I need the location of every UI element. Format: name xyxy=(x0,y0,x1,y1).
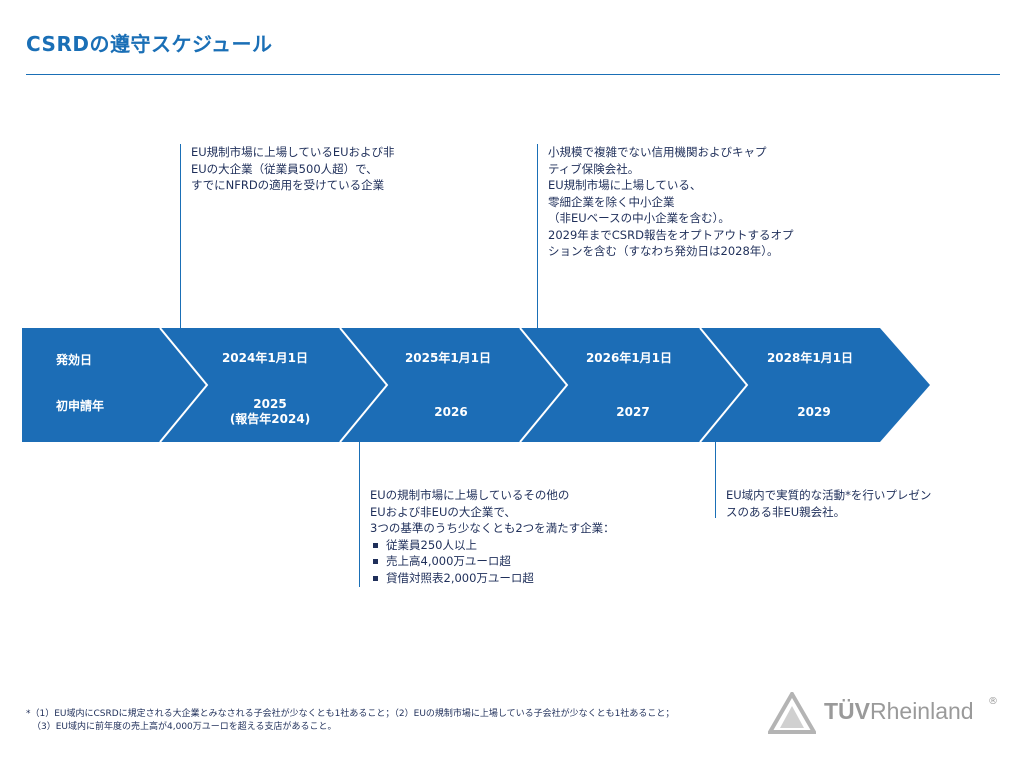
stage-3-year: 2027 xyxy=(616,405,650,419)
note-2024: EU規制市場に上場しているEUおよび非 EUの大企業（従業員500人超）で、 す… xyxy=(191,145,395,192)
note-2026: 小規模で複雑でない信用機関およびキャプ ティブ保険会社。 EU規制市場に上場して… xyxy=(548,145,794,258)
timeline-band xyxy=(22,328,930,442)
connector-line-2026 xyxy=(537,144,538,328)
chevron-divider-3 xyxy=(519,327,569,443)
chevron-divider-2 xyxy=(339,327,389,443)
title-divider xyxy=(26,74,1000,75)
list-item: 貸借対照表2,000万ユーロ超 xyxy=(370,570,615,587)
registered-mark: ® xyxy=(988,696,998,707)
connector-line-2028 xyxy=(715,442,716,518)
tuv-rheinland-logo: TÜVRheinland ® xyxy=(768,690,1000,736)
page-title: CSRDの遵守スケジュール xyxy=(26,32,273,56)
list-item: 売上高4,000万ユーロ超 xyxy=(370,553,615,570)
bullet-square-icon xyxy=(373,542,378,548)
connector-line-2024 xyxy=(180,144,181,328)
logo-wordmark: TÜVRheinland xyxy=(824,698,974,724)
row-label-effective-date: 発効日 xyxy=(56,353,93,367)
chevron-divider-4 xyxy=(699,327,749,443)
row-label-first-report: 初申請年 xyxy=(56,399,105,413)
bullet-square-icon xyxy=(373,559,378,564)
bullet-square-icon xyxy=(373,575,378,581)
stage-4-date: 2028年1月1日 xyxy=(766,351,854,365)
stage-4-year: 2029 xyxy=(797,405,831,419)
connector-line-2025 xyxy=(359,442,360,587)
stage-2-year: 2026 xyxy=(434,405,468,419)
criteria-list: 従業員250人以上 売上高4,000万ユーロ超 貸借対照表2,000万ユーロ超 xyxy=(370,537,615,587)
note-2025: EUの規制市場に上場しているその他の EUおよび非EUの大企業で、 3つの基準の… xyxy=(370,488,615,587)
stage-1-date: 2024年1月1日 xyxy=(221,351,309,365)
triangle-logo-icon xyxy=(768,692,816,734)
stage-3-date: 2026年1月1日 xyxy=(585,351,673,365)
note-2028: EU域内で実質的な活動*を行いプレゼン スのある非EU親会社。 xyxy=(726,488,932,519)
footnote: *（1）EU域内にCSRDに規定される大企業とみなされる子会社が少なくとも1社あ… xyxy=(26,709,675,732)
chevron-divider-1 xyxy=(159,327,209,443)
list-item: 従業員250人以上 xyxy=(370,537,615,554)
stage-2-date: 2025年1月1日 xyxy=(404,351,492,365)
stage-1-year: 2025 (報告年2024) xyxy=(229,397,311,426)
